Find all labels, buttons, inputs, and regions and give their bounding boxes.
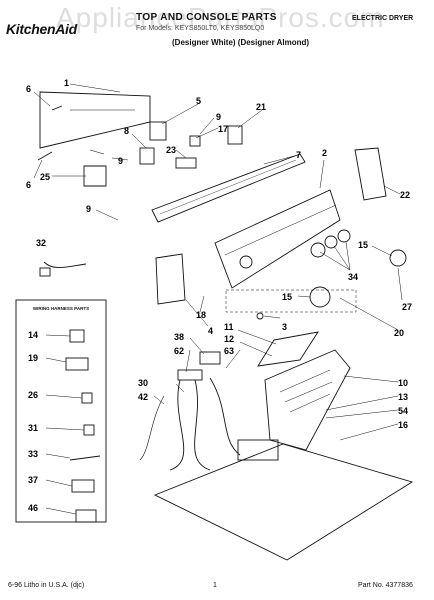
part-6-screw <box>37 151 53 161</box>
part-27-knob <box>389 249 407 267</box>
callout-13: 13 <box>398 392 408 402</box>
callout-16: 16 <box>398 420 408 430</box>
wh-callout-31: 31 <box>28 423 38 433</box>
model-list: For Models: KEYS850LT0, KEYS850LQ0 <box>136 25 265 32</box>
callout-30: 30 <box>138 378 148 388</box>
callout-62: 62 <box>174 346 184 356</box>
callout-9: 9 <box>86 204 91 214</box>
part-11-shape <box>257 331 319 367</box>
part-1-shape <box>39 91 151 149</box>
callout-7: 7 <box>296 150 301 160</box>
callout-4: 4 <box>208 326 213 336</box>
part-22-shape <box>354 147 387 201</box>
part-23-shape <box>175 157 197 169</box>
part-5-shape <box>149 121 167 141</box>
wh-callout-19: 19 <box>28 353 38 363</box>
part-62-shape <box>177 369 203 381</box>
part-17-shape <box>189 135 201 147</box>
callout-34: 34 <box>348 272 358 282</box>
wire-bundle <box>169 377 241 471</box>
callout-15: 15 <box>358 240 368 250</box>
callout-6: 6 <box>26 180 31 190</box>
callout-32: 32 <box>36 238 46 248</box>
wh-callout-33: 33 <box>28 449 38 459</box>
callout-21: 21 <box>256 102 266 112</box>
footer-litho: 6-96 Litho in U.S.A. (djc) <box>8 582 85 589</box>
callout-2: 2 <box>322 148 327 158</box>
part-7-shape <box>151 153 306 223</box>
part-25-shape <box>83 165 107 187</box>
callout-54: 54 <box>398 406 408 416</box>
part-10-shape <box>264 349 351 451</box>
wiring-box-title: WIRING HARNESS PARTS <box>32 306 90 311</box>
callout-9: 9 <box>118 156 123 166</box>
callout-20: 20 <box>394 328 404 338</box>
part-4-shape <box>155 253 186 305</box>
callout-10: 10 <box>398 378 408 388</box>
knob-1 <box>310 242 326 258</box>
page-title: TOP AND CONSOLE PARTS <box>136 12 277 23</box>
part-6-screw-top <box>51 105 63 111</box>
callout-5: 5 <box>196 96 201 106</box>
callout-63: 63 <box>224 346 234 356</box>
wh-callout-26: 26 <box>28 390 38 400</box>
callout-23: 23 <box>166 145 176 155</box>
callout-17: 17 <box>218 124 228 134</box>
wiring-harness-box <box>15 299 107 523</box>
part-2-shape <box>214 189 341 289</box>
callout-18: 18 <box>196 310 206 320</box>
part-8-shape <box>139 147 155 165</box>
knob-3 <box>337 229 351 243</box>
callout-27: 27 <box>402 302 412 312</box>
watermark: AppliancePartsPros.com <box>56 2 385 33</box>
part-16-shape <box>153 443 414 561</box>
footer-part-number: Part No. 4377836 <box>358 582 413 589</box>
callout-25: 25 <box>40 172 50 182</box>
color-variants: (Designer White) (Designer Almond) <box>172 38 310 47</box>
callout-11: 11 <box>224 322 234 332</box>
brand-logo: KitchenAid <box>6 21 77 37</box>
callout-9: 9 <box>216 112 221 122</box>
footer-page-number: 1 <box>213 582 217 589</box>
knob-2 <box>324 235 338 249</box>
part-21-shape <box>227 125 243 145</box>
product-type: ELECTRIC DRYER <box>352 15 414 22</box>
callout-6: 6 <box>26 84 31 94</box>
part-16-frame <box>237 439 279 461</box>
callout-12: 12 <box>224 334 234 344</box>
callout-42: 42 <box>138 392 148 402</box>
part-38-shape <box>199 351 221 365</box>
callout-38: 38 <box>174 332 184 342</box>
callout-8: 8 <box>124 126 129 136</box>
part-32-shape <box>43 261 87 269</box>
callout-1: 1 <box>64 78 69 88</box>
callout-15: 15 <box>282 292 292 302</box>
callout-22: 22 <box>400 190 410 200</box>
part-3-shape <box>256 312 264 320</box>
wh-callout-37: 37 <box>28 475 38 485</box>
callout-3: 3 <box>282 322 287 332</box>
wh-callout-14: 14 <box>28 330 38 340</box>
wh-callout-46: 46 <box>28 503 38 513</box>
